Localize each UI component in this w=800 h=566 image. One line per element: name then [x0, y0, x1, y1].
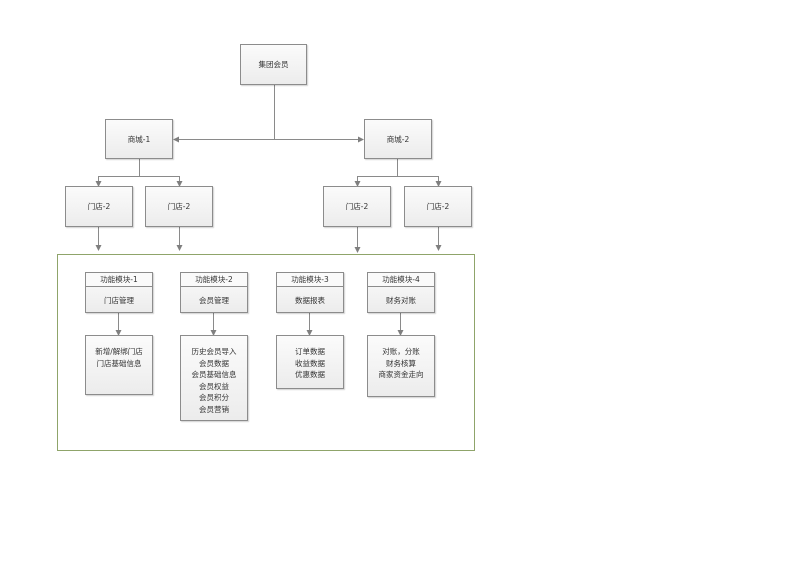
detail-item: 会员权益 [199, 381, 229, 391]
store-node-label: 门店-2 [426, 202, 450, 211]
store-node-3[interactable]: 门店-2 [323, 186, 391, 227]
detail-item: 优惠数据 [295, 370, 325, 379]
detail-item: 会员数据 [199, 358, 229, 368]
detail-item: 会员积分 [199, 393, 229, 402]
module-name: 门店管理 [104, 296, 134, 305]
store-node-label: 门店-2 [167, 202, 191, 211]
detail-item: 财务核算 [386, 358, 416, 368]
connector-mall-1-to-store-2 [139, 176, 183, 187]
connector-mall-2-to-store-4 [397, 176, 442, 187]
module-name: 会员管理 [199, 296, 229, 305]
store-node-label: 门店-2 [87, 202, 111, 211]
detail-item: 订单数据 [295, 347, 325, 356]
store-node-4[interactable]: 门店-2 [404, 186, 472, 227]
modules-container [57, 254, 475, 451]
mall-node-label: 商城-1 [127, 134, 151, 144]
module-title: 功能模块-4 [368, 273, 434, 287]
module-name: 数据报表 [295, 296, 325, 305]
detail-item: 新增/解绑门店 [95, 347, 143, 356]
mall-node-1[interactable]: 商城-1 [105, 119, 173, 159]
module-1[interactable]: 功能模块-1 门店管理 [85, 272, 153, 313]
module-3-details[interactable]: 订单数据 收益数据 优惠数据 [276, 335, 344, 389]
module-1-details[interactable]: 新增/解绑门店 门店基础信息 [85, 335, 153, 395]
module-3[interactable]: 功能模块-3 数据报表 [276, 272, 344, 313]
root-node-label: 集团会员 [258, 60, 289, 69]
connector-mall-2-to-store-3 [354, 176, 398, 187]
mall-node-label: 商城-2 [386, 134, 410, 144]
store-node-1[interactable]: 门店-2 [65, 186, 133, 227]
detail-item: 会员基础信息 [191, 370, 237, 379]
module-name: 财务对账 [386, 296, 416, 305]
detail-item: 商家资金走向 [378, 370, 424, 379]
module-2-details[interactable]: 历史会员导入 会员数据 会员基础信息 会员权益 会员积分 会员营销 [180, 335, 248, 421]
detail-item: 会员营销 [199, 404, 229, 414]
detail-item: 历史会员导入 [191, 347, 237, 356]
store-node-2[interactable]: 门店-2 [145, 186, 213, 227]
module-title: 功能模块-3 [277, 273, 343, 287]
module-4[interactable]: 功能模块-4 财务对账 [367, 272, 435, 313]
store-node-label: 门店-2 [345, 202, 369, 211]
connector-mall-1-to-store-1 [95, 176, 140, 187]
detail-item: 门店基础信息 [96, 358, 142, 368]
module-2[interactable]: 功能模块-2 会员管理 [180, 272, 248, 313]
module-title: 功能模块-2 [181, 273, 247, 287]
module-title: 功能模块-1 [86, 273, 152, 287]
root-node[interactable]: 集团会员 [240, 44, 307, 85]
detail-item: 收益数据 [295, 358, 325, 368]
mall-node-2[interactable]: 商城-2 [364, 119, 432, 159]
module-4-details[interactable]: 对账，分账 财务核算 商家资金走向 [367, 335, 435, 397]
detail-item: 对账，分账 [382, 347, 420, 356]
